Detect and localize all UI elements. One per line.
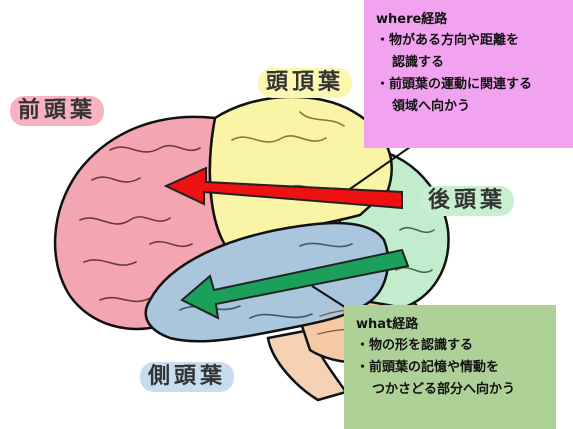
temporal-lobe-label: 側頭葉 <box>140 362 235 392</box>
parietal-lobe-label: 頭頂葉 <box>258 68 353 98</box>
where-box-line: 認識する <box>392 55 445 70</box>
what-box-line: ・前頭葉の記憶や情動を <box>356 360 500 375</box>
where-pathway-box: where経路 ・物がある方向や距離を 認識する ・前頭葉の運動に関連する 領域… <box>364 0 573 148</box>
frontal-lobe-label: 前頭葉 <box>10 96 105 126</box>
what-box-line: ・物の形を認識する <box>356 338 474 353</box>
where-pathway-arrow <box>163 166 403 210</box>
where-box-title: where経路 <box>376 12 448 27</box>
where-pointer-line <box>339 139 421 197</box>
what-pathway-box: what経路 ・物の形を認識する ・前頭葉の記憶や情動を つかさどる部分へ向かう <box>344 305 556 429</box>
what-box-title: what経路 <box>356 317 419 332</box>
where-box-line: ・物がある方向や距離を <box>376 33 520 48</box>
where-box-line: ・前頭葉の運動に関連する <box>376 77 533 92</box>
what-box-line: つかさどる部分へ向かう <box>372 382 516 397</box>
what-pathway-arrow <box>180 248 410 320</box>
brain-folds <box>79 144 201 303</box>
where-box-line: 領域へ向かう <box>392 99 471 114</box>
occipital-lobe-label: 後頭葉 <box>420 186 515 216</box>
